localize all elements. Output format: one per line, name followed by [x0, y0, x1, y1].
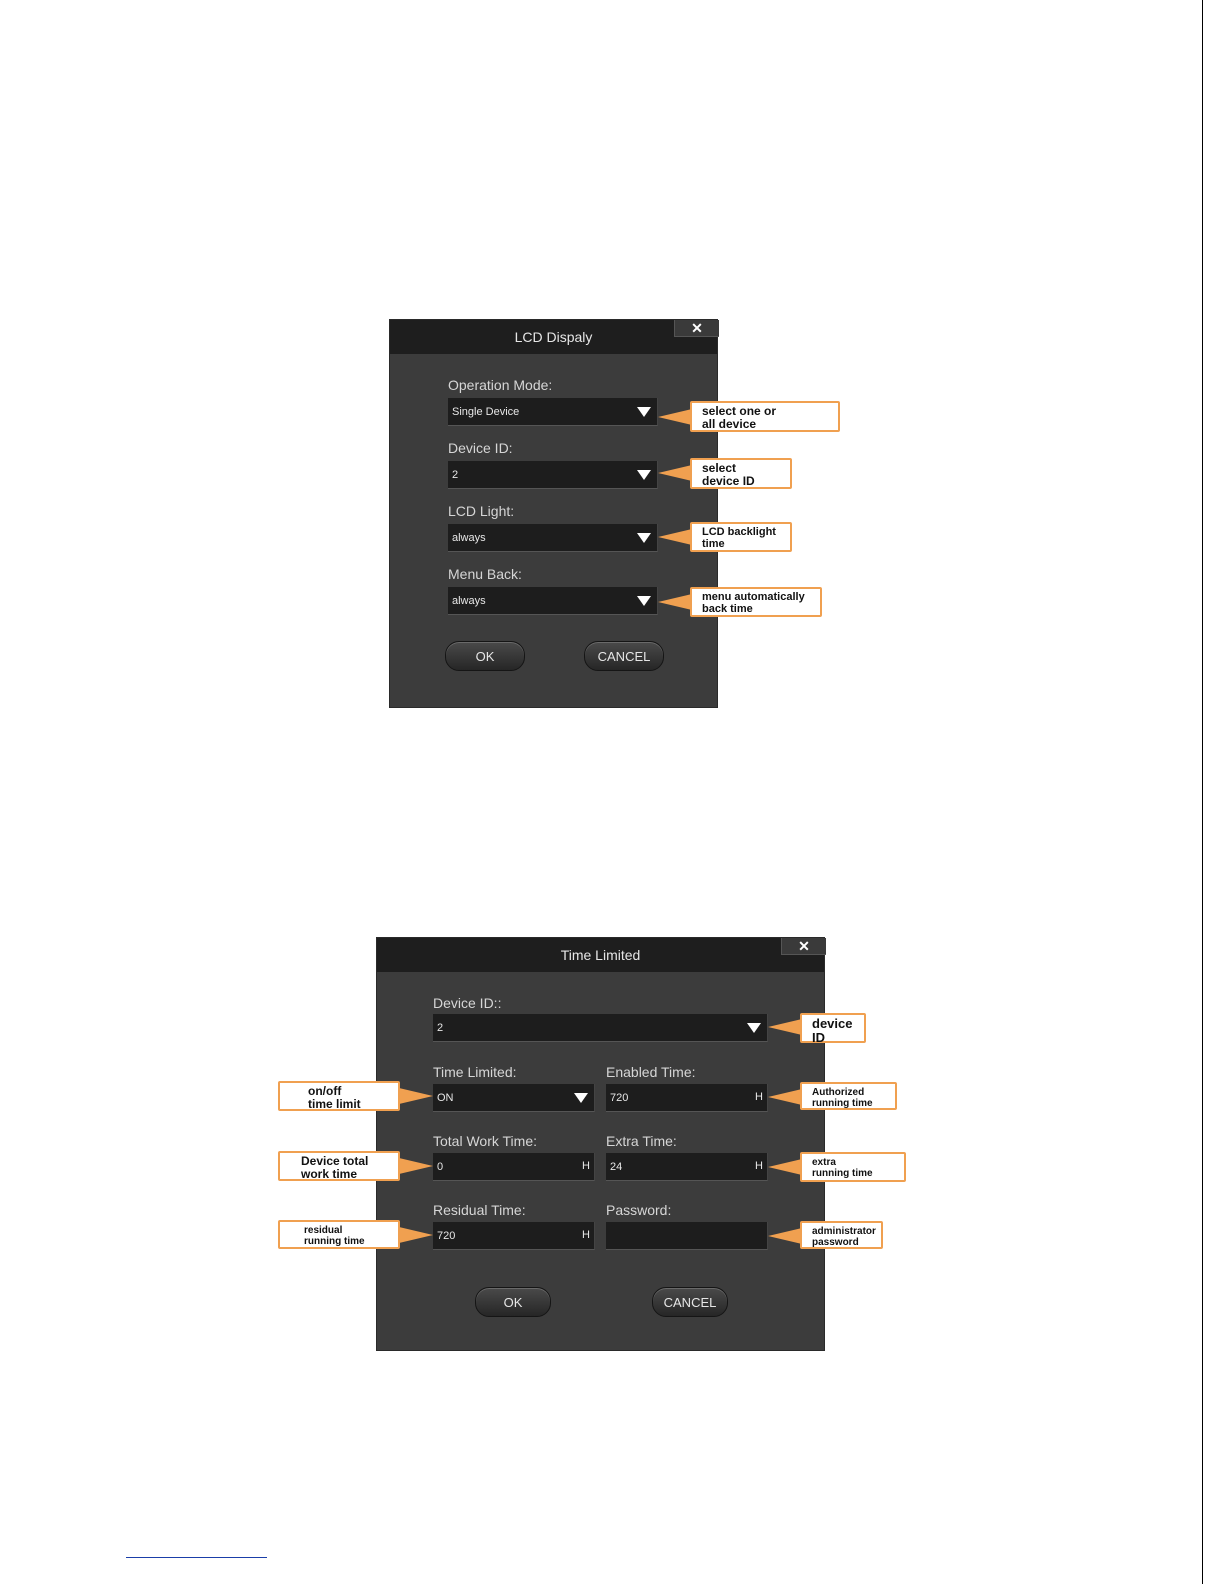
- lcd-light-label: LCD Light:: [448, 503, 515, 519]
- callout-pointer: [399, 1088, 433, 1104]
- device-id-select[interactable]: 2: [433, 1014, 768, 1042]
- enabled-time-label: Enabled Time:: [606, 1064, 696, 1080]
- callout-device-id: select device ID: [690, 458, 792, 489]
- lcd-dialog-titlebar: LCD Dispaly: [390, 320, 717, 354]
- lcd-light-select[interactable]: always: [448, 524, 658, 552]
- cancel-button[interactable]: CANCEL: [652, 1287, 728, 1317]
- time-limited-label: Time Limited:: [433, 1064, 517, 1080]
- callout-lcd-light: LCD backlight time: [690, 522, 792, 552]
- device-id-label: Device ID::: [433, 995, 502, 1011]
- callout-pointer: [658, 409, 692, 425]
- time-limited-select[interactable]: ON: [433, 1084, 595, 1112]
- triangle-down-icon: [574, 1093, 588, 1103]
- callout-residual-running-time: residual running time: [278, 1220, 400, 1249]
- hours-unit: H: [755, 1160, 763, 1172]
- time-limited-dialog: Time Limited ✕ Device ID:: 2 Time Limite…: [376, 937, 826, 1351]
- menu-back-select[interactable]: always: [448, 587, 658, 615]
- residual-time-input[interactable]: 720 H: [433, 1222, 595, 1250]
- lcd-display-dialog: LCD Dispaly ✕ Operation Mode: Single Dev…: [389, 319, 719, 708]
- password-input[interactable]: [606, 1222, 768, 1250]
- callout-on-off-time-limit: on/off time limit: [278, 1081, 400, 1111]
- residual-time-label: Residual Time:: [433, 1202, 526, 1218]
- extra-time-value: 24: [610, 1160, 623, 1173]
- callout-administrator-password: administrator password: [800, 1221, 883, 1249]
- hours-unit: H: [582, 1229, 590, 1241]
- triangle-down-icon: [747, 1023, 761, 1033]
- time-limited-value: ON: [437, 1091, 454, 1104]
- total-work-time-label: Total Work Time:: [433, 1133, 537, 1149]
- triangle-down-icon: [637, 407, 651, 417]
- hours-unit: H: [582, 1160, 590, 1172]
- operation-mode-value: Single Device: [452, 405, 520, 418]
- triangle-down-icon: [637, 533, 651, 543]
- ok-button[interactable]: OK: [445, 641, 525, 671]
- enabled-time-value: 720: [610, 1091, 629, 1104]
- password-label: Password:: [606, 1202, 672, 1218]
- callout-authorized-running-time: Authorized running time: [800, 1082, 897, 1110]
- callout-pointer: [768, 1089, 802, 1105]
- lcd-light-value: always: [452, 531, 486, 544]
- callout-pointer: [658, 594, 692, 610]
- extra-time-input[interactable]: 24 H: [606, 1153, 768, 1181]
- total-work-time-value: 0: [437, 1160, 444, 1173]
- callout-pointer: [658, 465, 692, 481]
- close-icon[interactable]: ✕: [781, 938, 826, 955]
- residual-time-value: 720: [437, 1229, 456, 1242]
- callout-pointer: [399, 1158, 433, 1174]
- page-edge-line: [1202, 0, 1203, 1584]
- callout-extra-running-time: extra running time: [800, 1152, 906, 1182]
- cancel-button[interactable]: CANCEL: [584, 641, 664, 671]
- operation-mode-select[interactable]: Single Device: [448, 398, 658, 426]
- close-icon[interactable]: ✕: [674, 320, 719, 337]
- extra-time-label: Extra Time:: [606, 1133, 677, 1149]
- time-dialog-title: Time Limited: [560, 947, 641, 963]
- device-id-select[interactable]: 2: [448, 461, 658, 489]
- device-id-value: 2: [452, 468, 459, 481]
- callout-operation-mode: select one or all device: [690, 401, 840, 432]
- callout-menu-back: menu automatically back time: [690, 587, 822, 617]
- hours-unit: H: [755, 1091, 763, 1103]
- lcd-dialog-title: LCD Dispaly: [514, 329, 593, 345]
- operation-mode-label: Operation Mode:: [448, 377, 553, 393]
- time-dialog-titlebar: Time Limited: [377, 938, 824, 972]
- footer-rule: [126, 1557, 267, 1558]
- callout-pointer: [768, 1228, 802, 1244]
- ok-button[interactable]: OK: [475, 1287, 551, 1317]
- device-id-value: 2: [437, 1021, 444, 1034]
- device-id-label: Device ID:: [448, 440, 513, 456]
- menu-back-value: always: [452, 594, 486, 607]
- triangle-down-icon: [637, 596, 651, 606]
- callout-pointer: [768, 1159, 802, 1175]
- callout-pointer: [399, 1227, 433, 1243]
- callout-device-id: device ID: [800, 1013, 866, 1045]
- callout-pointer: [768, 1019, 802, 1035]
- menu-back-label: Menu Back:: [448, 566, 522, 582]
- callout-pointer: [658, 529, 692, 545]
- callout-device-total-work-time: Device total work time: [278, 1151, 400, 1181]
- triangle-down-icon: [637, 470, 651, 480]
- enabled-time-input[interactable]: 720 H: [606, 1084, 768, 1112]
- total-work-time-input[interactable]: 0 H: [433, 1153, 595, 1181]
